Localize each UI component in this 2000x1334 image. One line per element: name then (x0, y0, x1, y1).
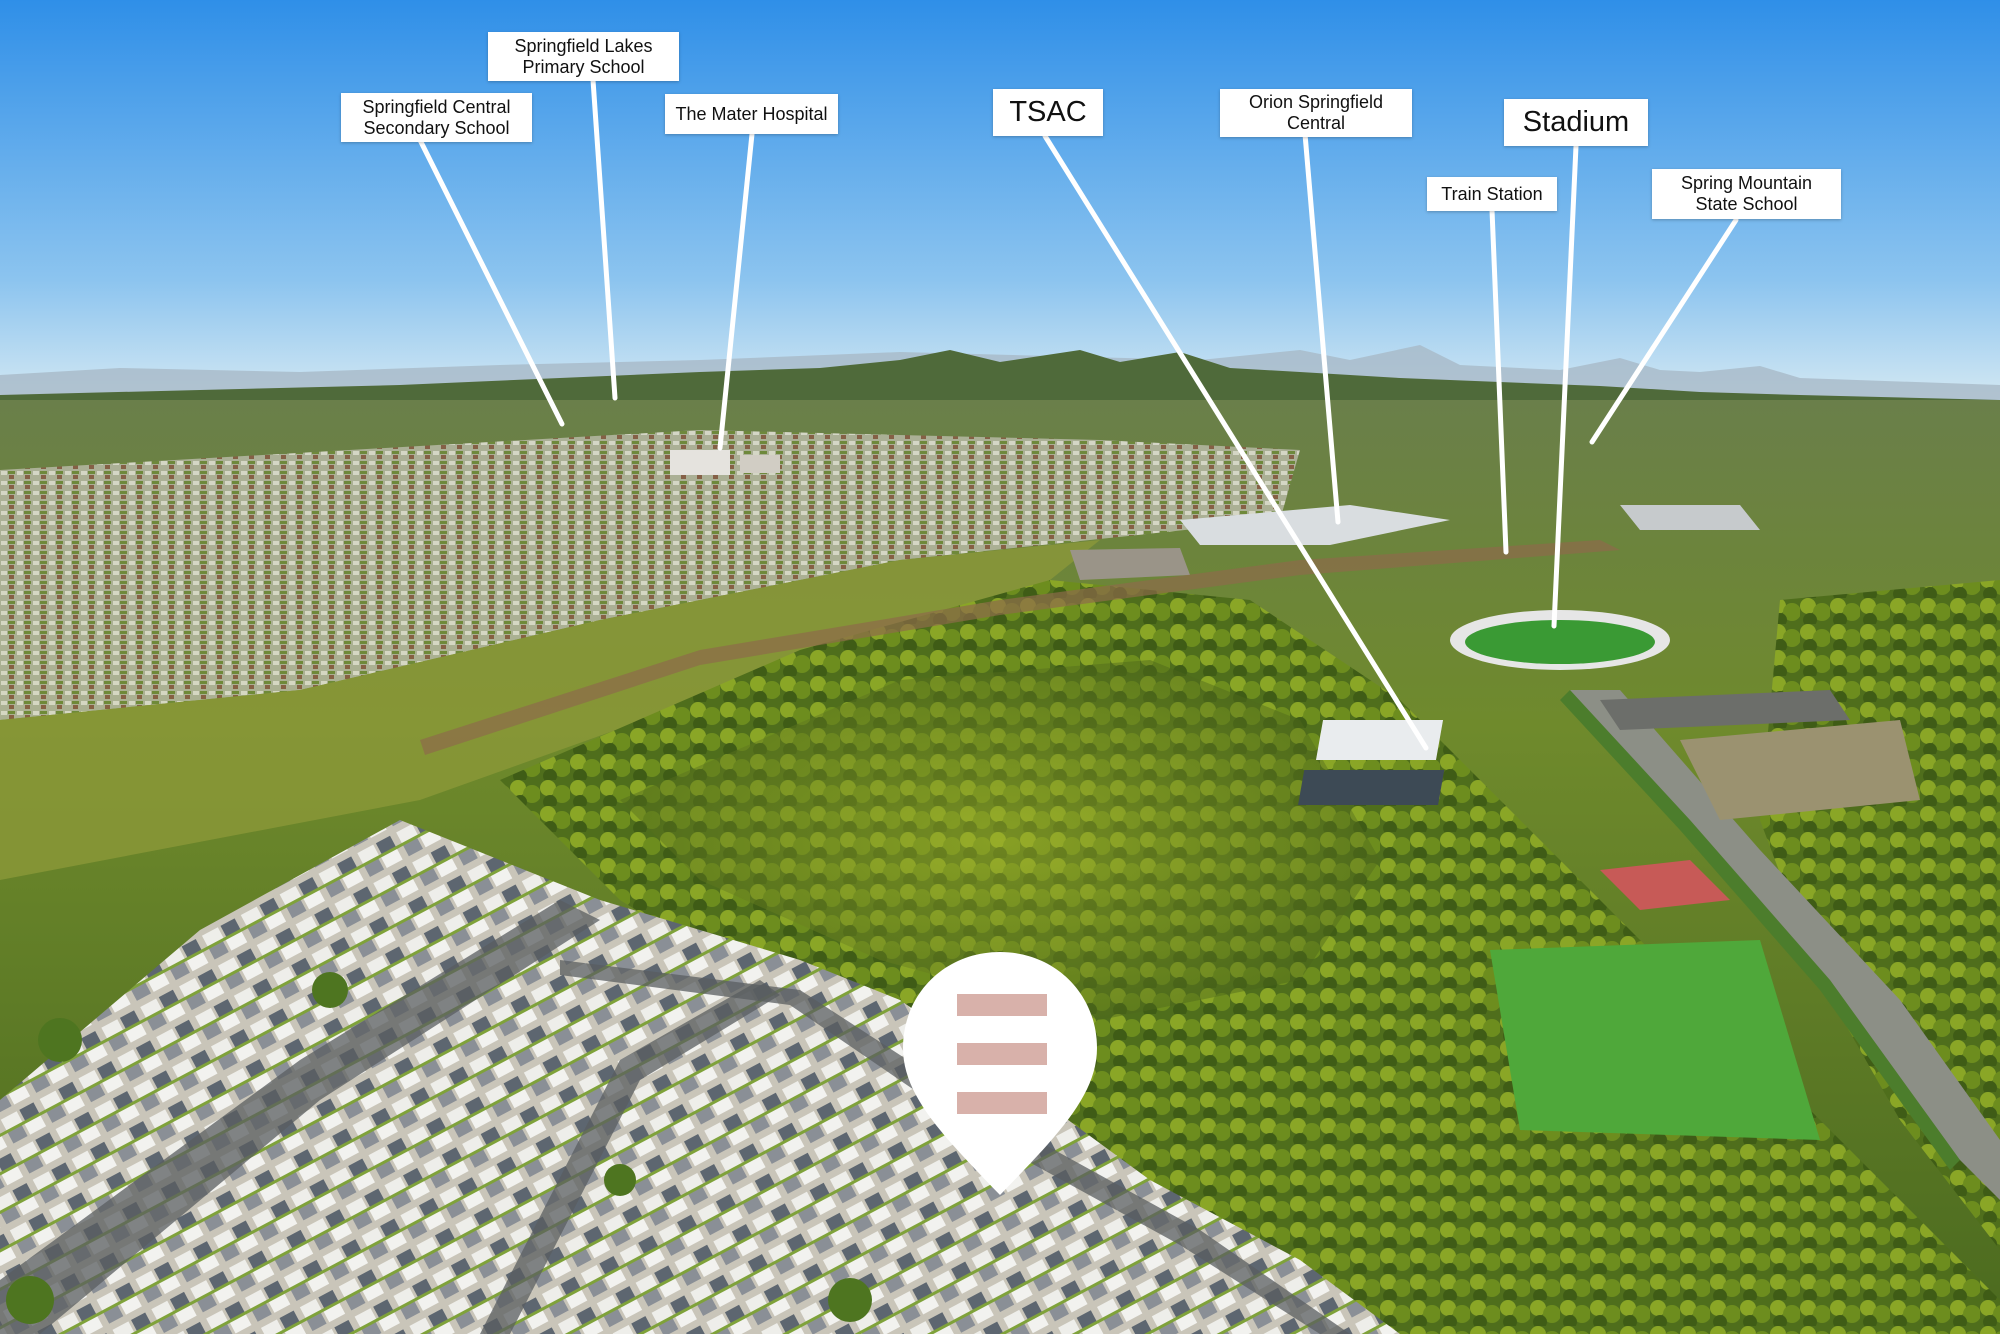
label-mater-hospital: The Mater Hospital (665, 94, 838, 134)
label-springfield-lakes-primary-school: Springfield Lakes Primary School (488, 32, 679, 81)
label-tsac: TSAC (993, 89, 1103, 136)
label-orion-springfield-central: Orion Springfield Central (1220, 89, 1412, 137)
label-spring-mountain-state-school: Spring Mountain State School (1652, 169, 1841, 219)
label-stadium: Stadium (1504, 99, 1648, 146)
label-springfield-central-secondary-school: Springfield Central Secondary School (341, 93, 532, 142)
callout-lines (417, 77, 1739, 751)
label-train-station: Train Station (1427, 177, 1557, 211)
